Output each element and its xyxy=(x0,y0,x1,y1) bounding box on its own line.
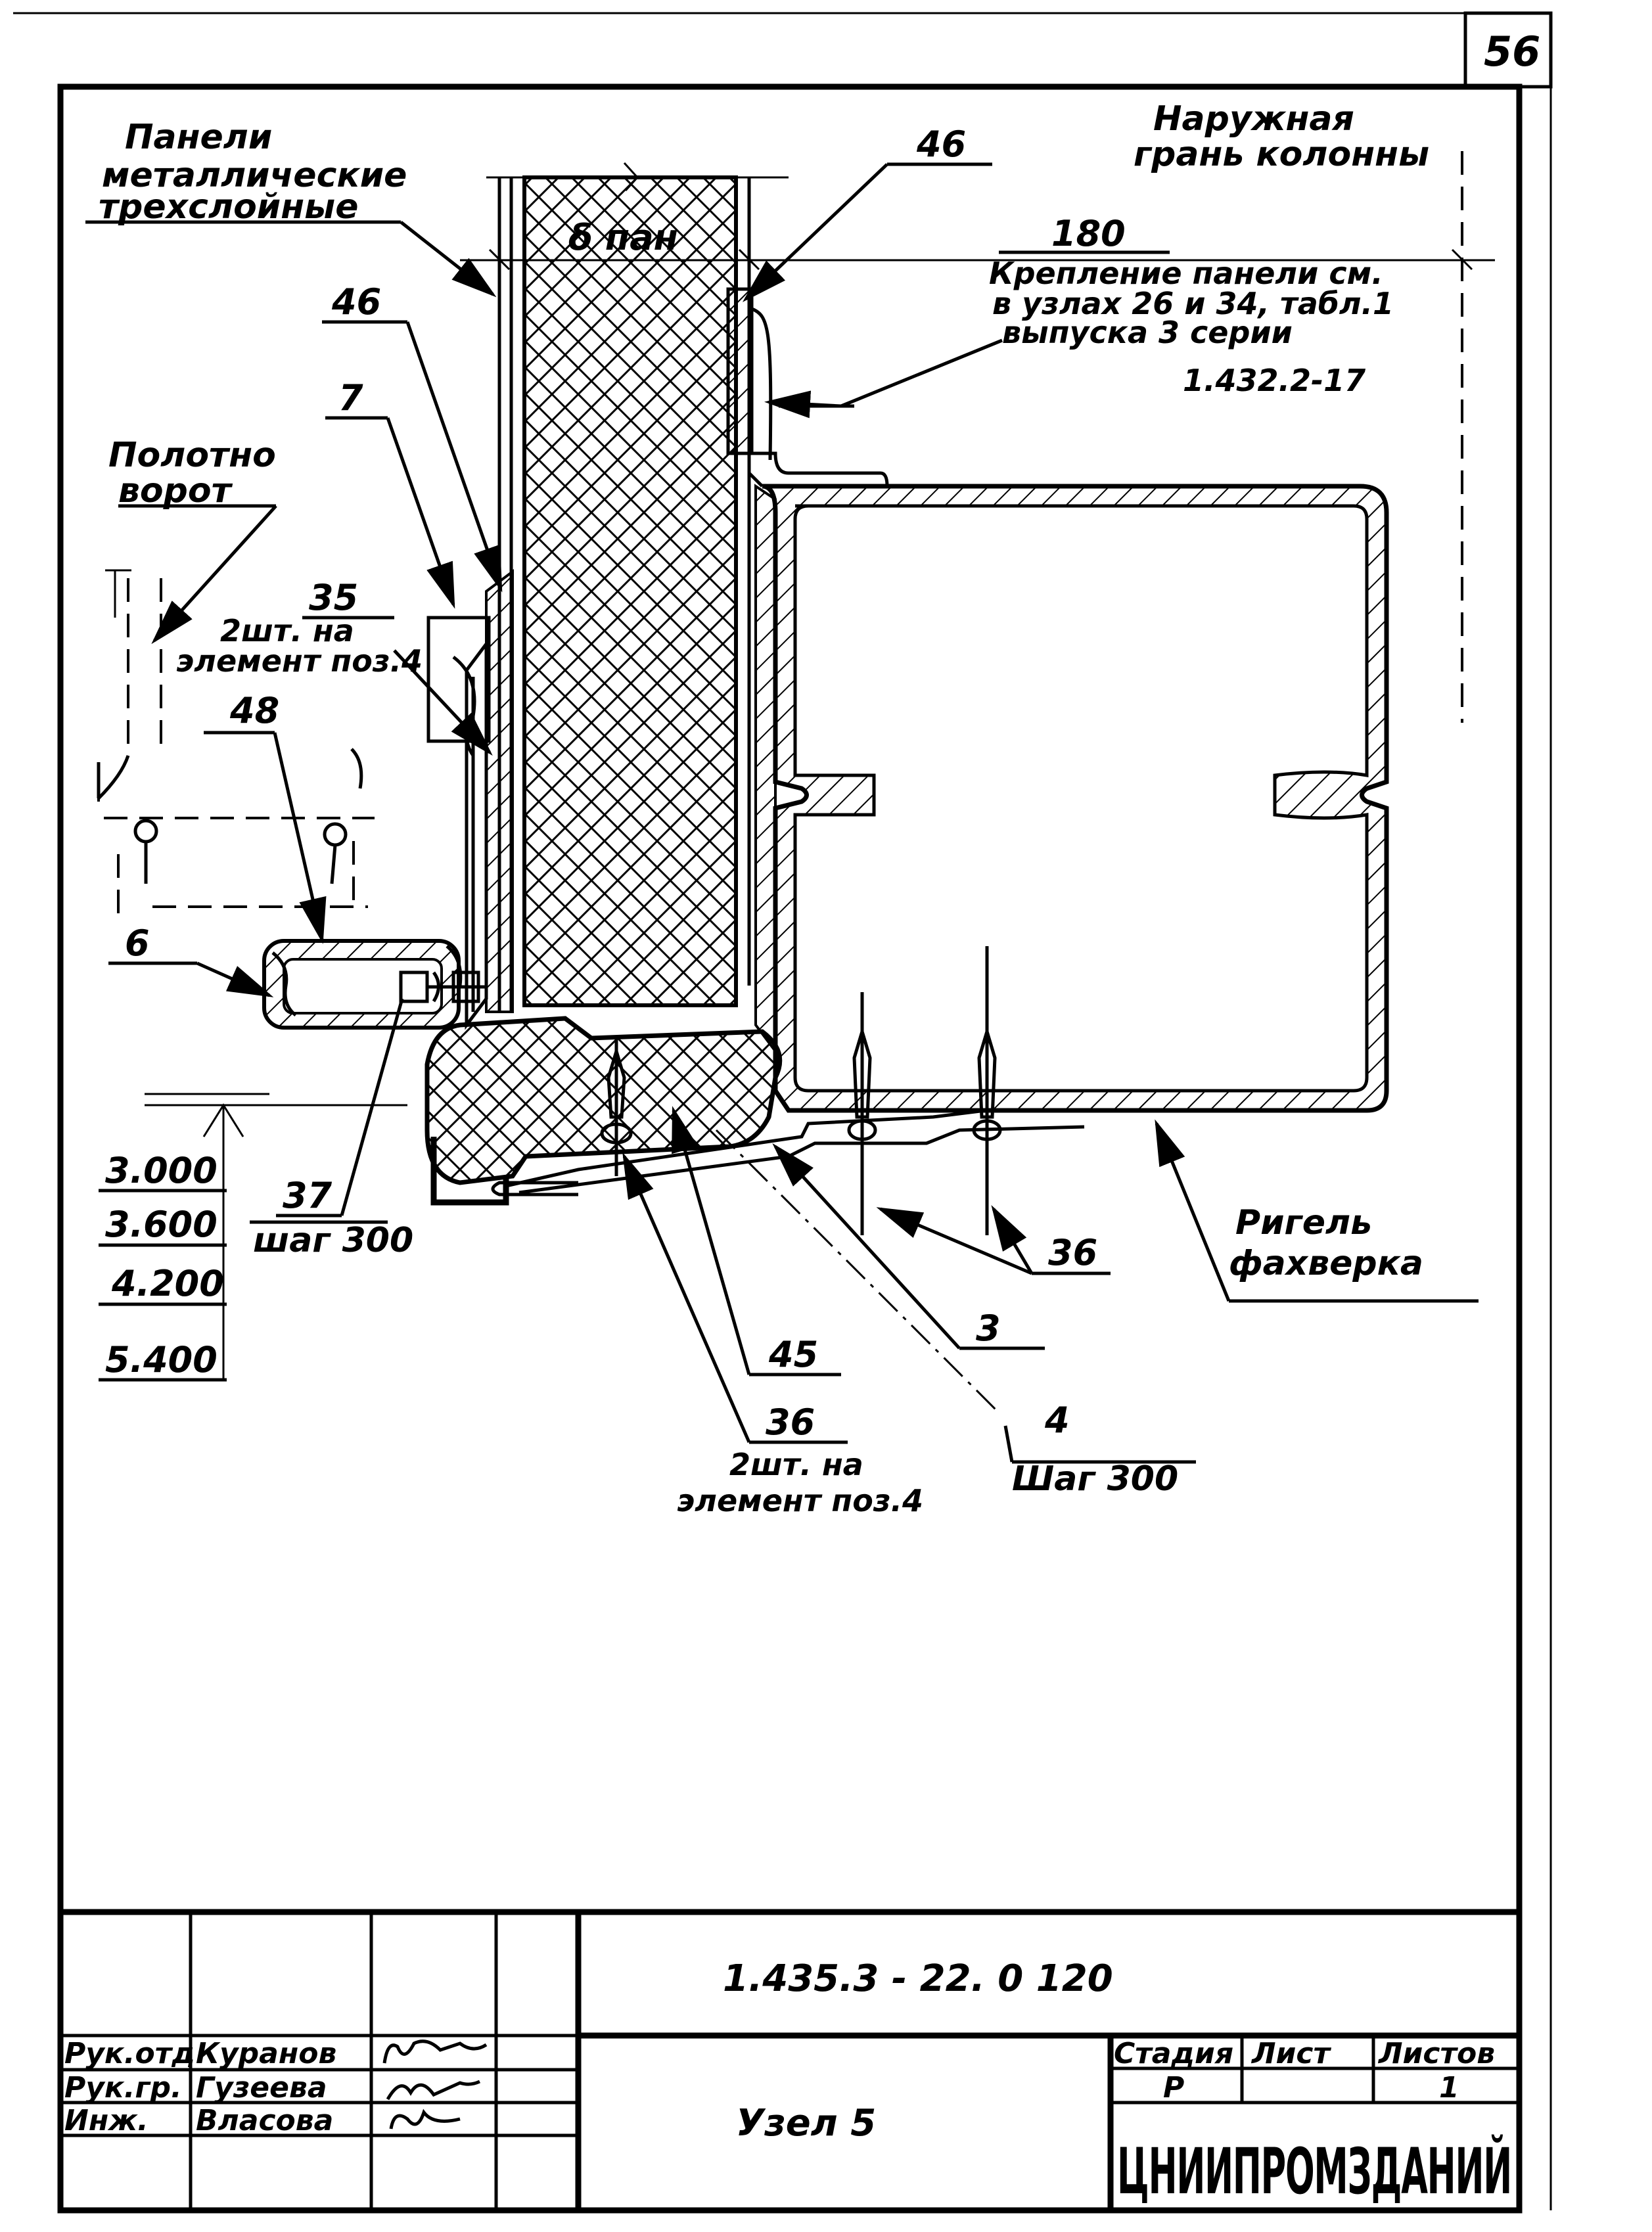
callout-46-top: 46 xyxy=(916,124,966,165)
panel-core xyxy=(522,175,738,1007)
name-2: Гузеева xyxy=(196,2071,327,2105)
elevation-table: 3.000 3.600 4.200 5.400 xyxy=(99,1150,227,1382)
callout-35-note-1: 2шт. на xyxy=(220,613,354,649)
gate-leaf-label-1: Полотно xyxy=(108,436,276,475)
elevation-1: 3.000 xyxy=(105,1150,218,1191)
outer-face-label-1: Наружная xyxy=(1153,99,1354,139)
sheet-number: 56 xyxy=(1484,28,1540,76)
sheet-title: Узел 5 xyxy=(736,2102,876,2145)
crossbar-label-1: Ригель xyxy=(1235,1203,1372,1242)
outer-face-label-2: грань колонны xyxy=(1134,135,1429,174)
callout-6: 6 xyxy=(125,922,150,964)
callout-36-bottom-note-1: 2шт. на xyxy=(729,1447,863,1482)
elevation-4: 5.400 xyxy=(105,1339,218,1380)
leader-lines xyxy=(85,162,1479,1464)
panels-label-2: металлические xyxy=(102,156,407,195)
panels-label-1: Панели xyxy=(125,118,272,157)
elevation-2: 3.600 xyxy=(105,1204,218,1245)
signatures xyxy=(382,2039,488,2130)
fastening-note-1: Крепление панели см. xyxy=(989,256,1383,291)
callout-4-step: Шаг 300 xyxy=(1012,1459,1178,1499)
sheets-header: Листов xyxy=(1377,2037,1495,2070)
callout-3: 3 xyxy=(976,1308,1001,1349)
sheet-header: Лист xyxy=(1250,2037,1331,2070)
role-3: Инж. xyxy=(64,2104,149,2137)
callout-35-note-2: элемент поз.4 xyxy=(176,643,423,679)
callout-4: 4 xyxy=(1044,1400,1070,1441)
callout-36-right: 36 xyxy=(1048,1232,1097,1273)
closure-profile xyxy=(424,1016,783,1185)
drawing-labels: Панели металлические трехслойные Наружна… xyxy=(99,99,1429,1518)
callout-46-left: 46 xyxy=(331,281,381,323)
crossbar-label-2: фахверка xyxy=(1229,1244,1423,1283)
panels-label-3: трехслойные xyxy=(99,187,358,227)
callout-37-step: шаг 300 xyxy=(253,1221,413,1260)
gate-leaf xyxy=(97,569,375,913)
role-1: Рук.отд xyxy=(64,2037,195,2070)
title-block xyxy=(60,1909,1519,2210)
role-2: Рук.гр. xyxy=(64,2071,182,2105)
stage-header: Стадия xyxy=(1114,2037,1233,2070)
node-drawing xyxy=(97,151,1495,1414)
stage-value: Р xyxy=(1163,2071,1184,2105)
dim-180: 180 xyxy=(1051,213,1126,254)
callout-36-bottom-note-2: элемент поз.4 xyxy=(677,1483,923,1518)
gate-leaf-label-2: ворот xyxy=(118,471,233,511)
callout-37: 37 xyxy=(283,1175,333,1216)
drawing-code: 1.435.3 - 22. 0 120 xyxy=(723,1957,1113,2000)
elevation-3: 4.200 xyxy=(111,1263,224,1304)
callout-7: 7 xyxy=(338,377,363,419)
callout-48: 48 xyxy=(229,690,279,731)
fastening-note-2: в узлах 26 и 34, табл.1 xyxy=(992,286,1394,321)
sheet-frame xyxy=(13,11,1553,2214)
sheets-value: 1 xyxy=(1439,2071,1459,2105)
name-3: Власова xyxy=(196,2104,333,2137)
callout-35: 35 xyxy=(309,577,358,618)
fastening-note-3: выпуска 3 серии xyxy=(1002,315,1293,350)
callout-45: 45 xyxy=(768,1334,818,1375)
panel-thickness-label: δ пан xyxy=(568,217,678,258)
fasteners xyxy=(600,946,1002,1235)
fastening-note-4: 1.432.2-17 xyxy=(1183,363,1365,398)
organization: ЦНИИПРОМЗДАНИЙ xyxy=(1117,2134,1511,2208)
name-1: Куранов xyxy=(196,2037,336,2070)
callout-36-bottom: 36 xyxy=(766,1401,815,1443)
